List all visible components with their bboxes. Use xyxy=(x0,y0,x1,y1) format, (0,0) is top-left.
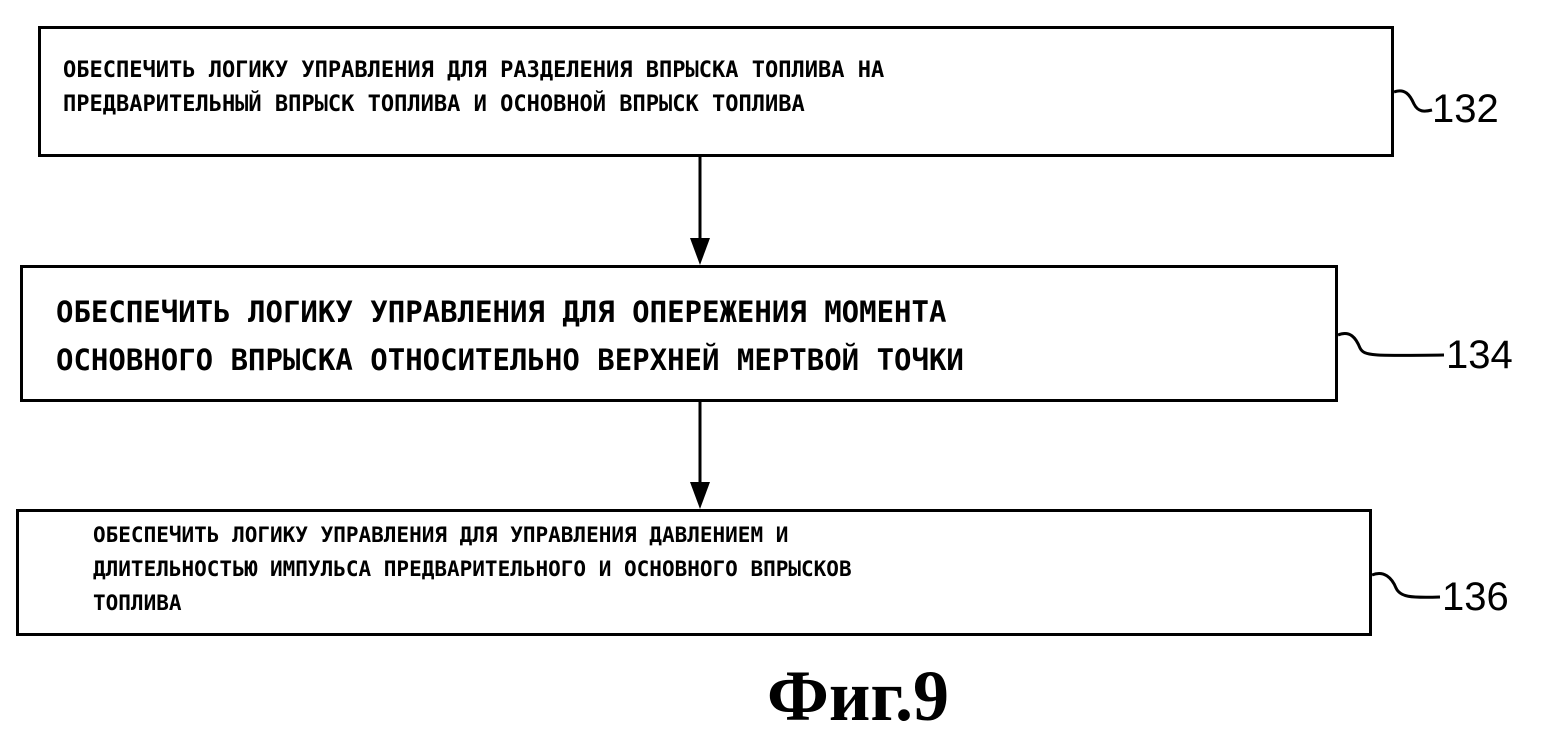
text-line: ОСНОВНОГО ВПРЫСКА ОТНОСИТЕЛЬНО ВЕРХНЕЙ М… xyxy=(56,343,964,377)
step-text: ОБЕСПЕЧИТЬ ЛОГИКУ УПРАВЛЕНИЯ ДЛЯ УПРАВЛЕ… xyxy=(93,518,852,620)
text-line: ТОПЛИВА xyxy=(93,591,182,615)
step-text: ОБЕСПЕЧИТЬ ЛОГИКУ УПРАВЛЕНИЯ ДЛЯ РАЗДЕЛЕ… xyxy=(63,54,884,122)
figure-caption: Фиг.9 xyxy=(767,656,949,736)
ref-label-132: 132 xyxy=(1432,87,1499,131)
text-line: ДЛИТЕЛЬНОСТЬЮ ИМПУЛЬСА ПРЕДВАРИТЕЛЬНОГО … xyxy=(93,557,852,581)
ref-label-134: 134 xyxy=(1446,333,1513,377)
text-line: ПРЕДВАРИТЕЛЬНЫЙ ВПРЫСК ТОПЛИВА И ОСНОВНО… xyxy=(63,92,805,117)
leader-132 xyxy=(1393,89,1433,113)
leader-136 xyxy=(1371,572,1441,599)
text-line: ОБЕСПЕЧИТЬ ЛОГИКУ УПРАВЛЕНИЯ ДЛЯ УПРАВЛЕ… xyxy=(93,523,789,547)
text-line: ОБЕСПЕЧИТЬ ЛОГИКУ УПРАВЛЕНИЯ ДЛЯ ОПЕРЕЖЕ… xyxy=(56,295,947,329)
text-line: ОБЕСПЕЧИТЬ ЛОГИКУ УПРАВЛЕНИЯ ДЛЯ РАЗДЕЛЕ… xyxy=(63,58,885,83)
arrowhead-icon xyxy=(690,482,710,509)
step-box-134: ОБЕСПЕЧИТЬ ЛОГИКУ УПРАВЛЕНИЯ ДЛЯ ОПЕРЕЖЕ… xyxy=(20,265,1338,402)
leader-134 xyxy=(1337,332,1445,357)
step-text: ОБЕСПЕЧИТЬ ЛОГИКУ УПРАВЛЕНИЯ ДЛЯ ОПЕРЕЖЕ… xyxy=(56,288,964,384)
step-box-132: ОБЕСПЕЧИТЬ ЛОГИКУ УПРАВЛЕНИЯ ДЛЯ РАЗДЕЛЕ… xyxy=(38,26,1394,157)
step-box-136: ОБЕСПЕЧИТЬ ЛОГИКУ УПРАВЛЕНИЯ ДЛЯ УПРАВЛЕ… xyxy=(16,509,1372,636)
arrowhead-icon xyxy=(690,238,710,265)
ref-label-136: 136 xyxy=(1442,575,1509,619)
